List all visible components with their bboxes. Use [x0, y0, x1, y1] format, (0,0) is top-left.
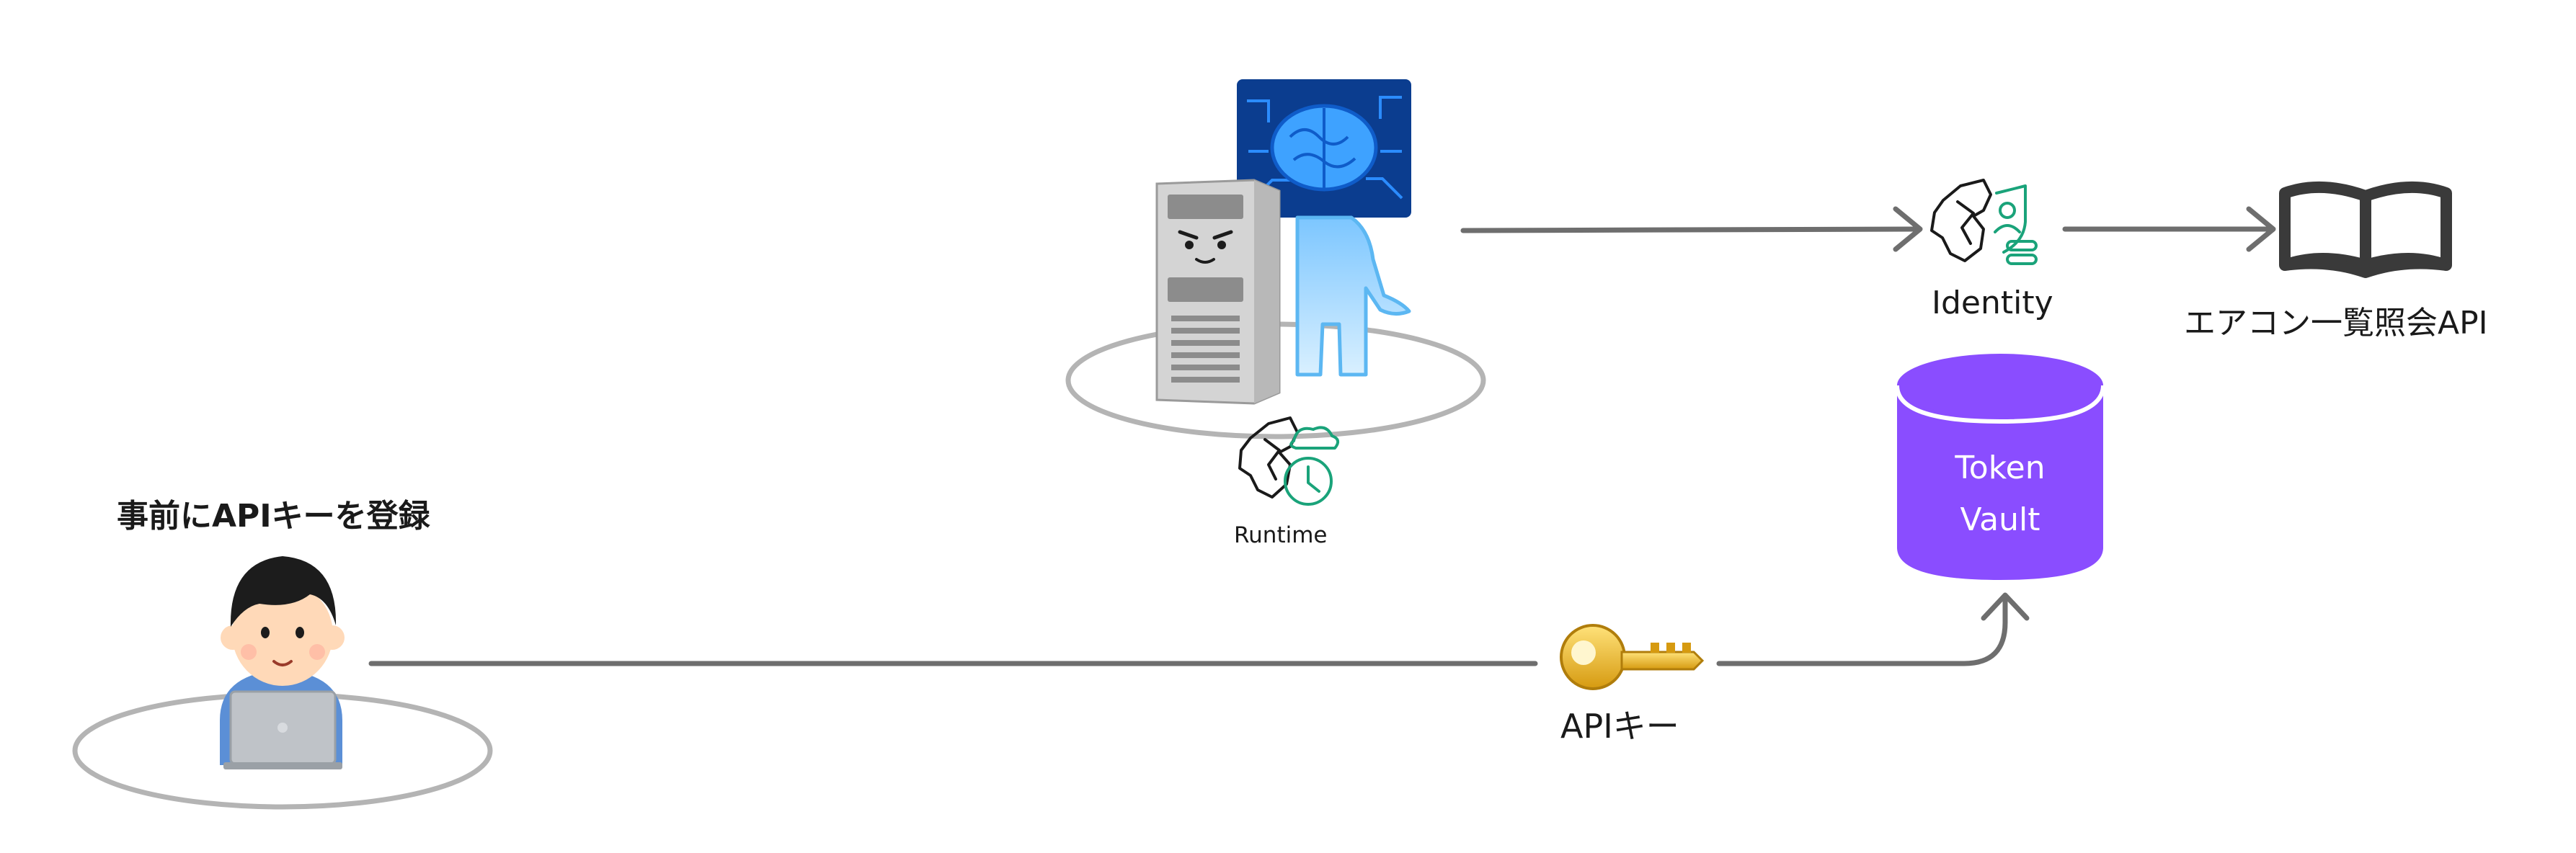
token-vault-label-line2: Vault	[1960, 501, 2040, 538]
token-vault-cylinder	[1895, 354, 2105, 580]
api-key-label: APIキー	[1560, 707, 1679, 746]
identity-label: Identity	[1932, 285, 2053, 321]
identity-service-icon	[1930, 179, 2038, 265]
runtime-service-icon	[1238, 416, 1340, 506]
open-book-icon	[2279, 181, 2452, 278]
runtime-label: Runtime	[1234, 522, 1328, 548]
target-api-label: エアコン一覧照会API	[2184, 305, 2488, 341]
key-icon	[1560, 624, 1705, 690]
ai-agent-server-icon	[1155, 79, 1411, 405]
token-vault-label-line1: Token	[1955, 450, 2046, 486]
person-at-laptop-icon	[220, 556, 345, 769]
key-to-vault-arrow	[1716, 595, 2008, 666]
agent-to-identity-arrowhead	[1893, 206, 1923, 252]
identity-to-api-arrowhead	[2246, 206, 2276, 252]
pre-register-label: 事前にAPIキーを登録	[117, 498, 430, 535]
connectors	[368, 206, 2276, 666]
key-to-vault-arrowhead	[1981, 592, 2030, 621]
user-group	[72, 556, 493, 810]
agent-to-identity-arrow	[1460, 226, 1920, 233]
agent-group	[1065, 79, 1486, 439]
